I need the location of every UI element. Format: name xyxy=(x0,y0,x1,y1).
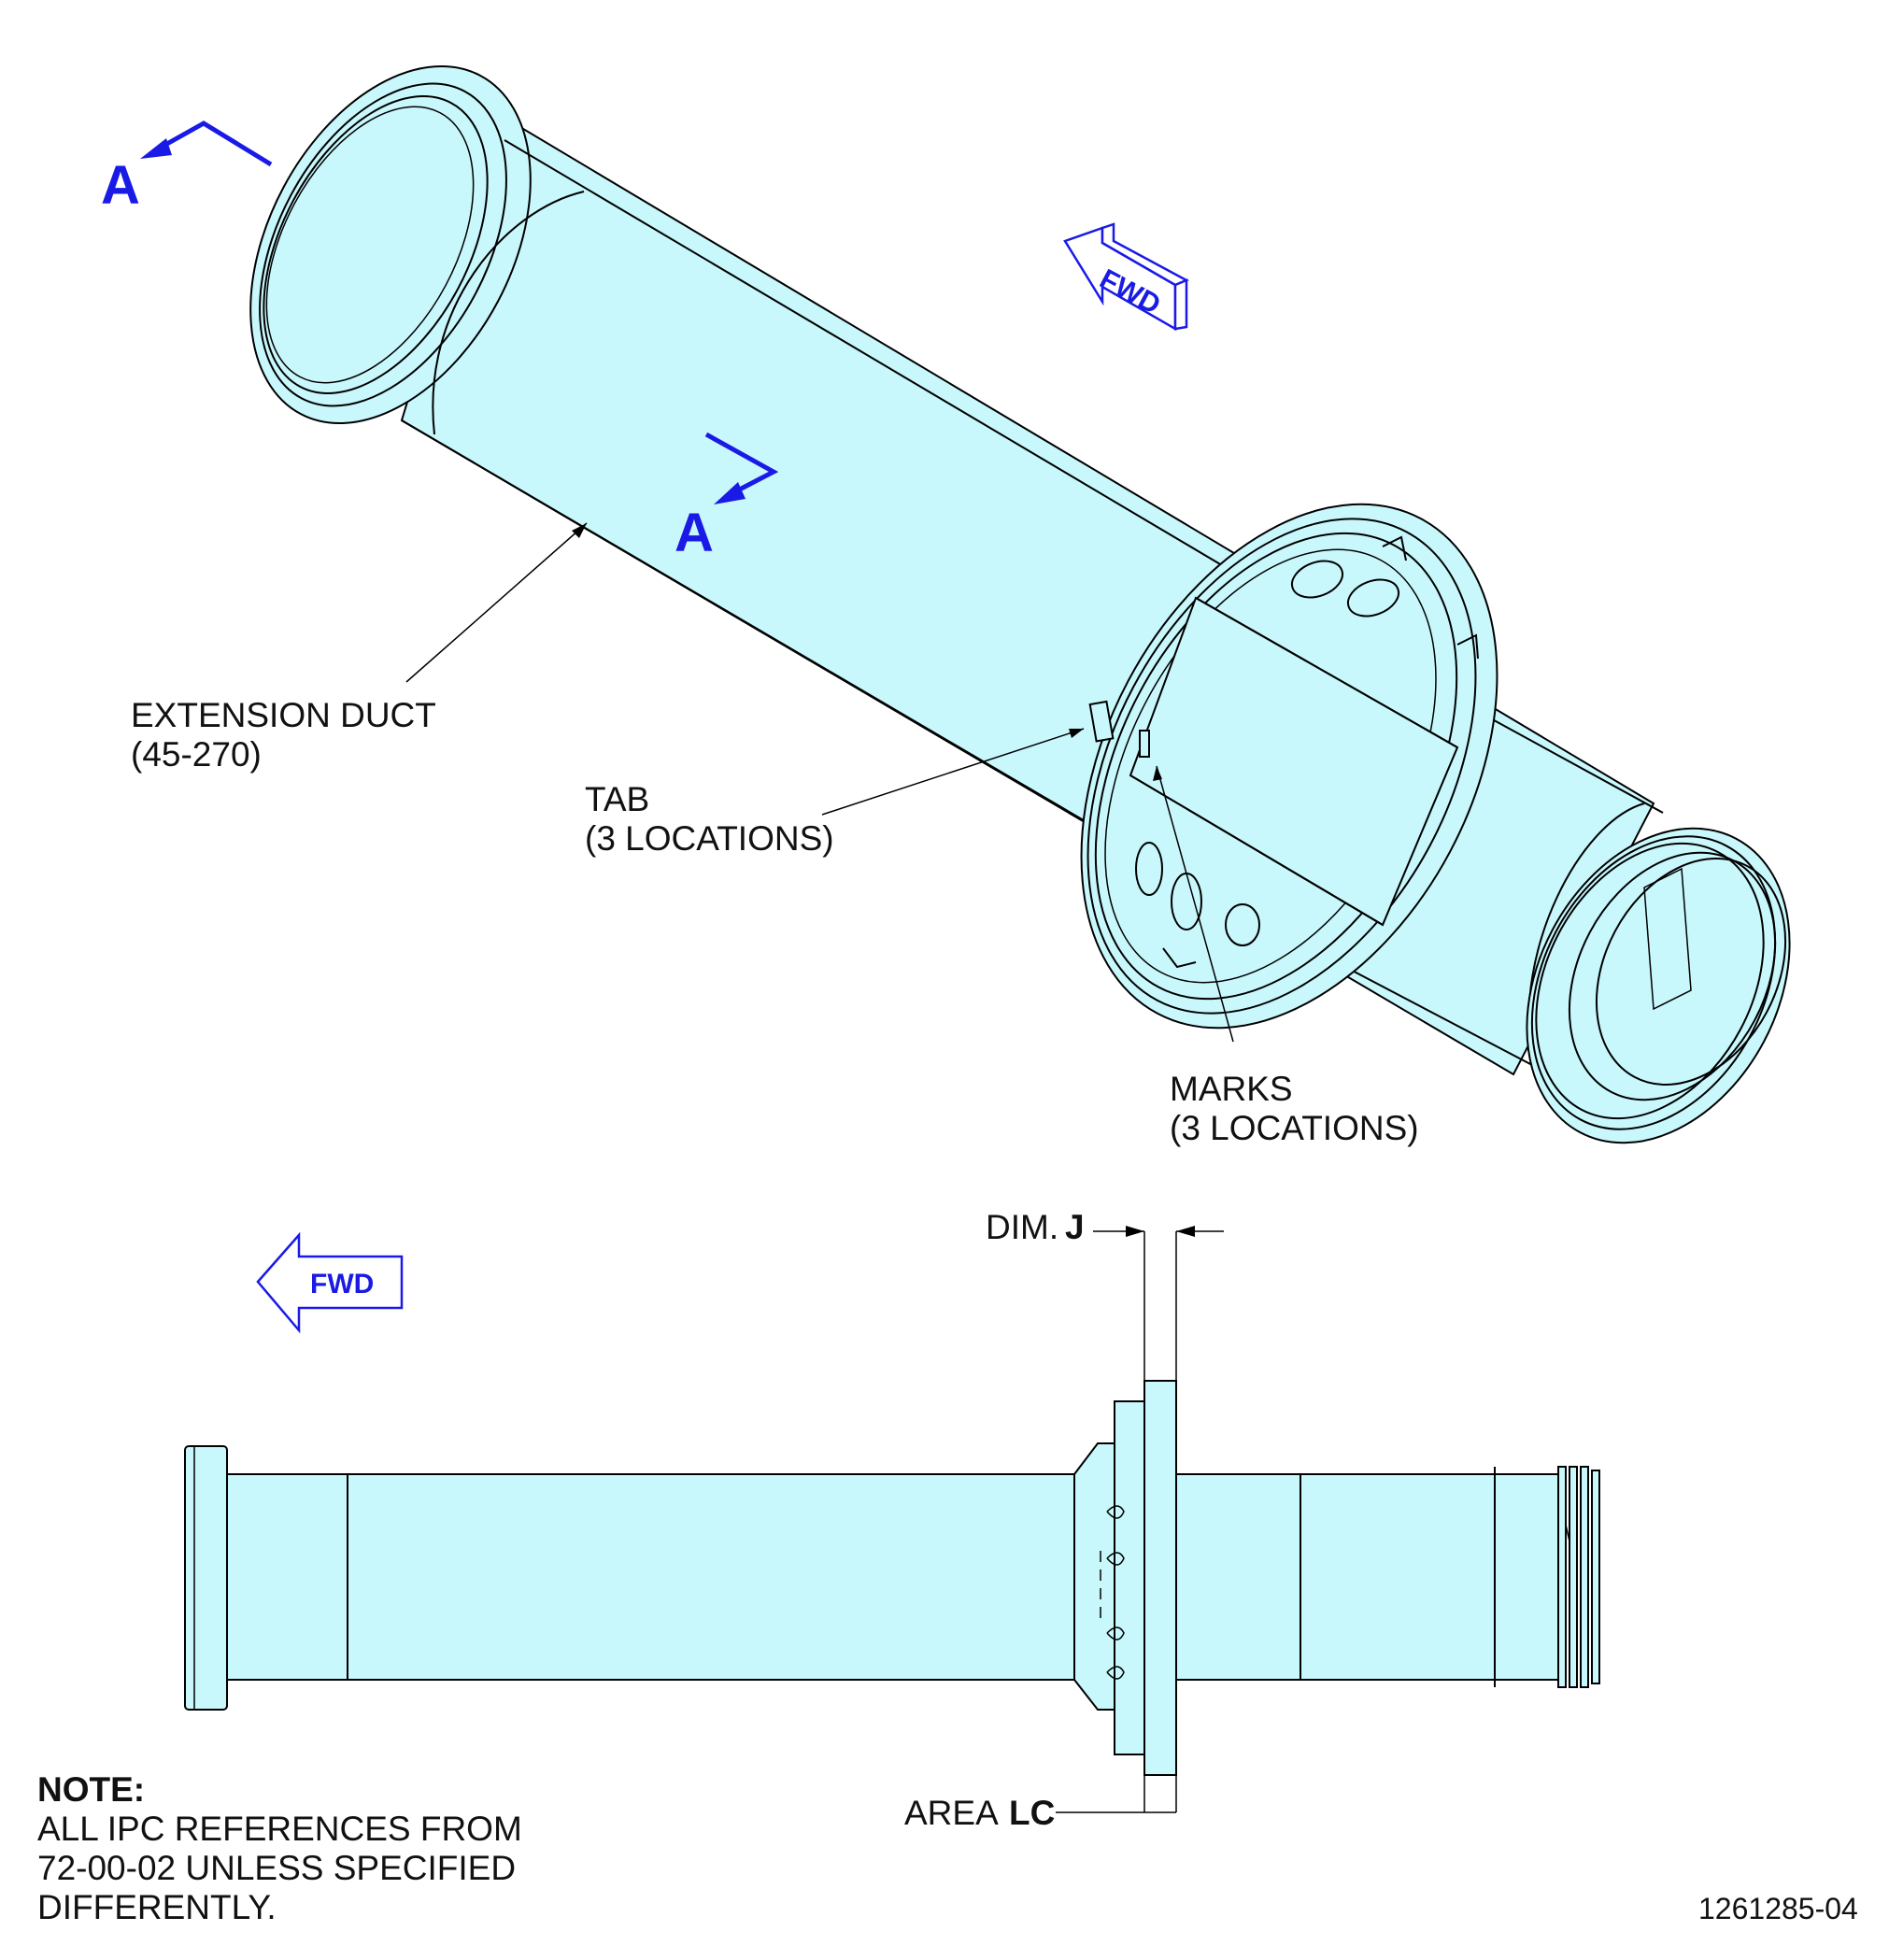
note-line-2: 72-00-02 UNLESS SPECIFIED xyxy=(37,1849,516,1887)
aft-threaded-end-iso xyxy=(1526,827,1791,1144)
mid-flange-side xyxy=(1073,1380,1177,1776)
note-line-1: ALL IPC REFERENCES FROM xyxy=(37,1810,522,1848)
mid-flange-iso xyxy=(1080,503,1498,1030)
fwd-arrow-iso: FWD xyxy=(1063,222,1189,332)
note-heading: NOTE: xyxy=(37,1770,145,1809)
section-letter-upper: A xyxy=(101,155,140,216)
section-cut-a-middle: A xyxy=(675,432,779,563)
figure-number: 1261285-04 xyxy=(1698,1892,1858,1925)
marks-locations: (3 LOCATIONS) xyxy=(1170,1109,1419,1147)
forward-flange-side xyxy=(184,1445,228,1711)
fwd-label-side: FWD xyxy=(310,1269,374,1300)
extension-duct-label: EXTENSION DUCT xyxy=(131,696,436,734)
area-lc: AREA LC xyxy=(904,1775,1177,1832)
dim-letter: J xyxy=(1065,1208,1085,1246)
forward-flange-iso xyxy=(249,64,532,425)
section-letter-middle: A xyxy=(675,503,714,563)
extension-duct-number: (45-270) xyxy=(131,735,262,774)
aft-threads-side xyxy=(1494,1466,1600,1688)
isometric-view: A A FWD EXTENSION DUCT (45-270) TAB (3 L… xyxy=(101,64,1791,1147)
side-view: FWD xyxy=(184,1208,1600,1832)
fwd-arrow-side: FWD xyxy=(256,1231,404,1334)
section-cut-a-upper: A xyxy=(101,121,273,216)
tab-label: TAB xyxy=(585,780,649,818)
leaders-iso xyxy=(405,522,1234,1043)
area-prefix: AREA xyxy=(904,1794,999,1832)
tab-locations: (3 LOCATIONS) xyxy=(585,819,834,858)
note-block: NOTE: ALL IPC REFERENCES FROM 72-00-02 U… xyxy=(37,1770,522,1926)
note-line-3: DIFFERENTLY. xyxy=(37,1888,277,1926)
marks-label: MARKS xyxy=(1170,1070,1293,1108)
area-letter: LC xyxy=(1009,1794,1055,1832)
dim-prefix: DIM. xyxy=(986,1208,1058,1246)
duct-body-side xyxy=(223,1473,1561,1681)
dim-j: DIM. J xyxy=(986,1208,1224,1381)
